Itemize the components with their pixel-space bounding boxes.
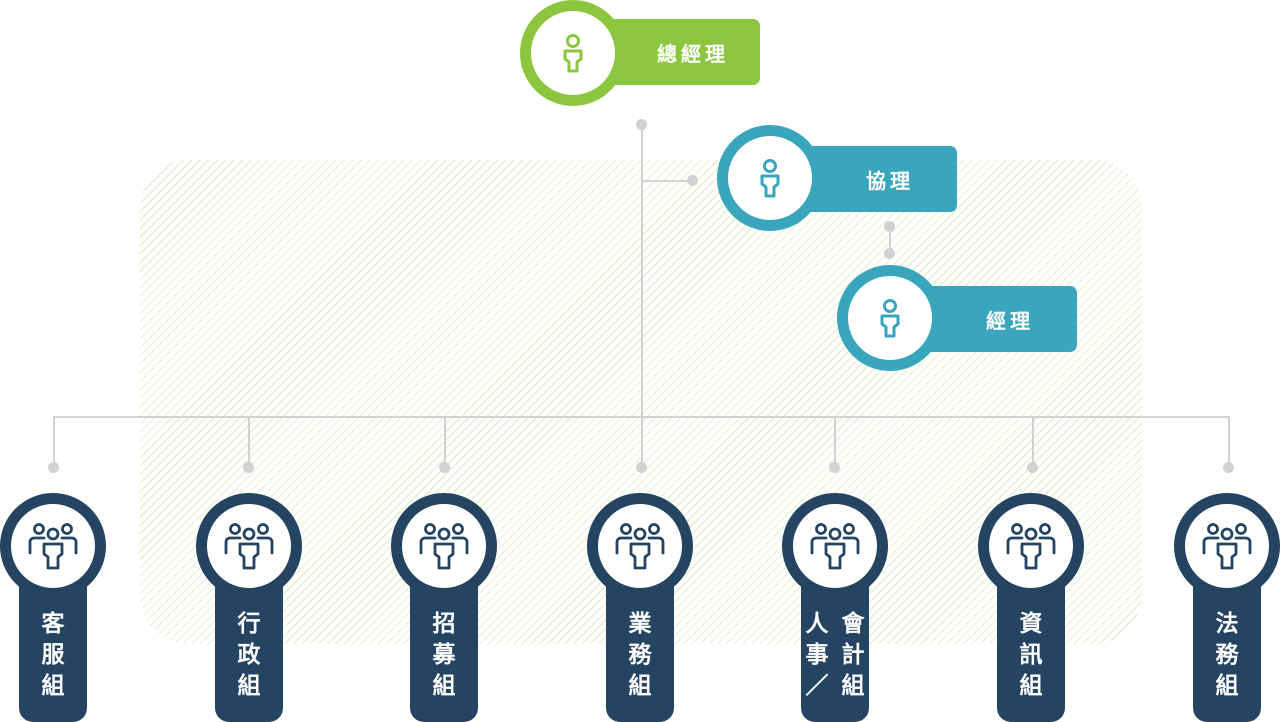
manager-badge bbox=[837, 265, 943, 371]
department-label: 客服組 bbox=[41, 611, 65, 699]
department-drop-line bbox=[444, 416, 446, 468]
department-badge bbox=[587, 493, 693, 599]
department-drop-line bbox=[1228, 416, 1230, 468]
department-drop-dot bbox=[1027, 462, 1038, 473]
department-badge bbox=[782, 493, 888, 599]
department-it: 資訊組 bbox=[978, 493, 1084, 722]
department-label-column-1: 人事／ bbox=[805, 611, 829, 699]
department-bus-line bbox=[53, 416, 1230, 418]
person-icon bbox=[563, 34, 583, 73]
department-label: 法務組 bbox=[1215, 611, 1239, 699]
associate-link-bottom-dot bbox=[884, 248, 895, 259]
department-drop-line bbox=[248, 416, 250, 468]
group-icon bbox=[224, 523, 274, 570]
department-drop-dot bbox=[1223, 462, 1234, 473]
department-badge bbox=[1174, 493, 1280, 599]
department-label: 資訊組 bbox=[1019, 611, 1043, 699]
department-badge bbox=[196, 493, 302, 599]
department-drop-dot bbox=[439, 462, 450, 473]
group-icon bbox=[1006, 523, 1056, 570]
department-customer-service: 客服組 bbox=[0, 493, 106, 722]
department-legal: 法務組 bbox=[1174, 493, 1280, 722]
department-drop-dot bbox=[48, 462, 59, 473]
associate-branch-line bbox=[641, 180, 693, 182]
department-label: 業務組 bbox=[628, 611, 652, 699]
group-icon bbox=[615, 523, 665, 570]
general-manager-badge bbox=[520, 0, 626, 106]
department-drop-line bbox=[834, 416, 836, 468]
department-label: 行政組 bbox=[237, 611, 261, 699]
person-icon bbox=[760, 159, 780, 198]
department-hr-accounting: 人事／ 會計組 bbox=[782, 493, 888, 722]
department-drop-dot bbox=[243, 462, 254, 473]
department-badge bbox=[0, 493, 106, 599]
department-label: 招募組 bbox=[432, 611, 456, 699]
department-sales: 業務組 bbox=[587, 493, 693, 722]
department-drop-line bbox=[1032, 416, 1034, 468]
group-icon bbox=[810, 523, 860, 570]
department-badge bbox=[391, 493, 497, 599]
person-icon bbox=[880, 299, 900, 338]
department-administration: 行政組 bbox=[196, 493, 302, 722]
main-trunk-line bbox=[641, 124, 643, 468]
department-drop-line bbox=[53, 416, 55, 468]
department-drop-dot bbox=[829, 462, 840, 473]
group-icon bbox=[28, 523, 78, 570]
department-recruitment: 招募組 bbox=[391, 493, 497, 722]
associate-link-top-dot bbox=[884, 221, 895, 232]
associate-manager-link-line bbox=[889, 226, 891, 254]
department-drop-dot bbox=[636, 462, 647, 473]
trunk-top-dot bbox=[636, 119, 647, 130]
department-badge bbox=[978, 493, 1084, 599]
group-icon bbox=[419, 523, 469, 570]
department-label-column-2: 會計組 bbox=[841, 611, 865, 699]
associate-branch-dot bbox=[687, 175, 698, 186]
associate-manager-badge bbox=[717, 125, 823, 231]
group-icon bbox=[1202, 523, 1252, 570]
